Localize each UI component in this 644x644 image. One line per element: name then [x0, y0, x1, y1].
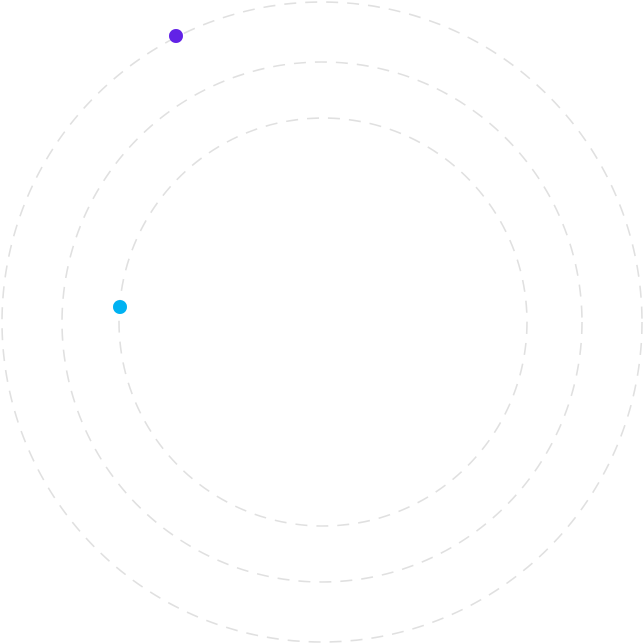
- middle-dashed-ring: [61, 61, 583, 583]
- purple-dot: [169, 29, 183, 43]
- inner-dashed-ring: [118, 117, 528, 527]
- cyan-dot: [113, 300, 127, 314]
